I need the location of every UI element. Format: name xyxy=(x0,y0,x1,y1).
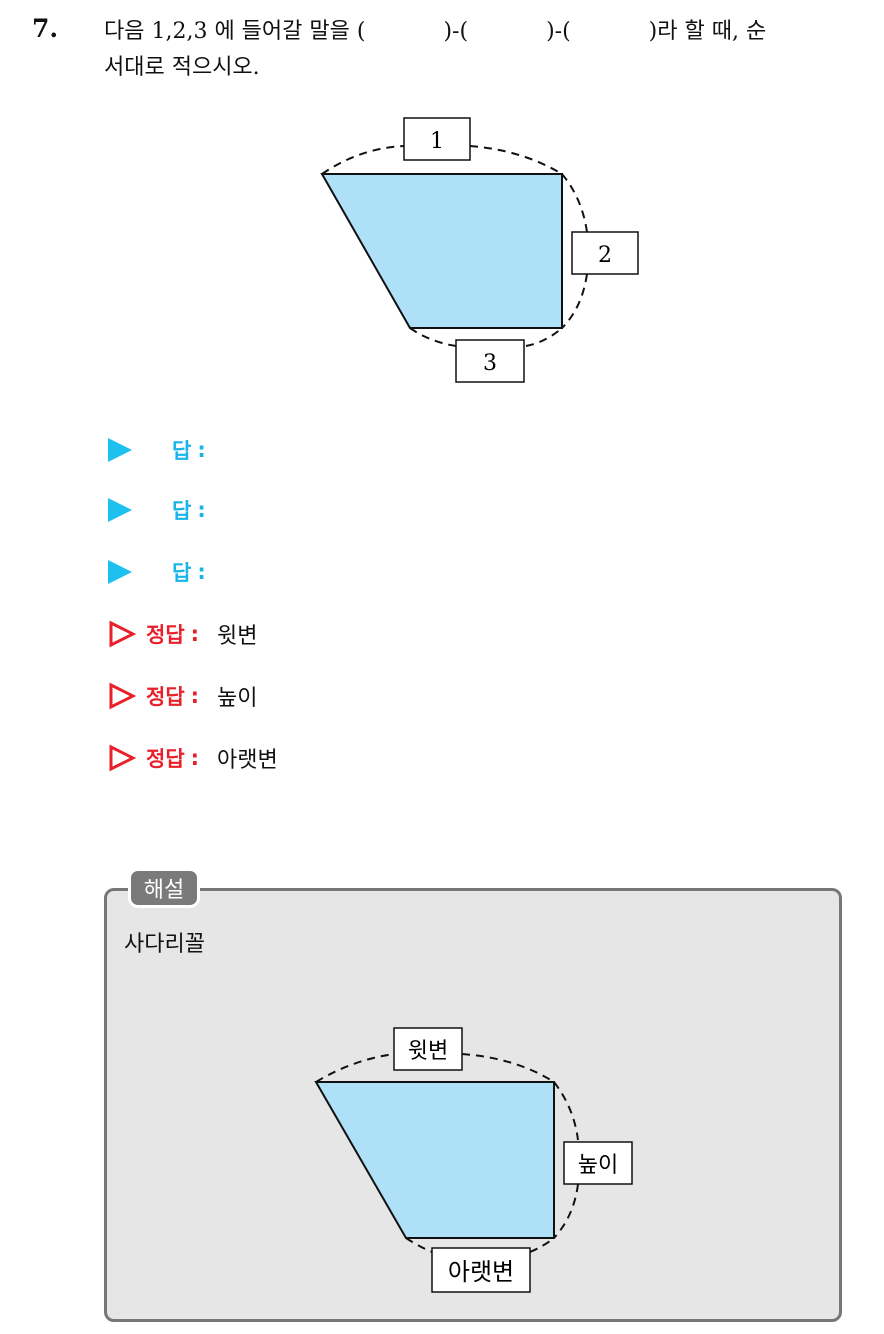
correct-row-2: 정답 : 높이 xyxy=(108,676,258,716)
bottom-arc-right xyxy=(525,327,563,347)
right-arc-top xyxy=(561,173,588,233)
label-right: 2 xyxy=(598,243,612,268)
explanation-tag: 해설 xyxy=(128,868,200,908)
answer-label: 답 xyxy=(172,561,192,585)
right-arc-top xyxy=(553,1081,579,1141)
correct-colon: : xyxy=(190,746,200,770)
correct-label: 정답 xyxy=(146,685,185,709)
correct-arrow-icon xyxy=(109,744,136,772)
correct-arrow-icon xyxy=(109,682,136,710)
top-arc-left xyxy=(321,145,405,175)
label-top: 윗변 xyxy=(408,1039,448,1064)
correct-row-1: 정답 : 윗변 xyxy=(108,614,258,654)
explanation-text: 사다리꼴 xyxy=(124,932,205,957)
correct-value: 아랫변 xyxy=(217,748,278,773)
correct-row-3: 정답 : 아랫변 xyxy=(108,738,278,778)
answer-colon: : xyxy=(197,438,206,462)
answer-colon: : xyxy=(197,498,206,522)
answer-row-1[interactable]: 답 : xyxy=(108,430,206,470)
explanation-trapezoid-figure: 윗변 높이 아랫변 xyxy=(314,1027,633,1293)
answer-arrow-icon xyxy=(108,438,132,462)
label-box-top xyxy=(393,1027,463,1071)
right-arc-bottom xyxy=(561,273,588,329)
label-top: 1 xyxy=(430,129,444,154)
question-text-part2: )라 할 때, 순 xyxy=(648,19,767,44)
bottom-arc-left xyxy=(409,327,457,347)
label-box-right xyxy=(563,1141,633,1185)
top-arc-right xyxy=(461,1053,555,1083)
answer-label: 답 xyxy=(172,499,192,523)
top-arc-left xyxy=(315,1053,395,1083)
answer-row-3[interactable]: 답 : xyxy=(108,552,206,592)
correct-colon: : xyxy=(190,684,200,708)
question-sep-2: )-( xyxy=(546,19,571,44)
label-right: 높이 xyxy=(578,1153,618,1178)
trapezoid-shape xyxy=(320,173,563,329)
label-box-right xyxy=(571,231,639,275)
answer-arrow-icon xyxy=(108,498,132,522)
correct-label: 정답 xyxy=(146,747,185,771)
trapezoid-figure: 1 2 3 xyxy=(320,117,639,383)
answer-arrow-icon xyxy=(108,560,132,584)
question-text-line2: 서대로 적으시오. xyxy=(104,55,260,80)
correct-colon: : xyxy=(190,622,200,646)
label-box-bottom xyxy=(455,339,525,383)
answer-colon: : xyxy=(197,560,206,584)
question-text: 다음 1,2,3 에 들어갈 말을 ( )-( )-( )라 할 때, 순 서대로 적… xyxy=(104,14,864,86)
correct-arrow-icon xyxy=(109,620,136,648)
question-text-part1: 다음 1,2,3 에 들어갈 말을 ( xyxy=(104,19,366,44)
label-bottom: 아랫변 xyxy=(448,1258,514,1286)
label-box-bottom xyxy=(431,1247,531,1293)
right-arc-bottom xyxy=(553,1183,579,1239)
question-sep-1: )-( xyxy=(443,19,469,44)
bottom-arc-left xyxy=(405,1237,433,1253)
bottom-arc-right xyxy=(529,1237,555,1253)
trapezoid-shape xyxy=(314,1081,555,1239)
correct-label: 정답 xyxy=(146,623,185,647)
question-number: 7. xyxy=(32,14,59,43)
label-box-top xyxy=(403,117,471,161)
label-bottom: 3 xyxy=(483,351,497,376)
correct-value: 윗변 xyxy=(217,624,258,649)
answer-row-2[interactable]: 답 : xyxy=(108,490,206,530)
correct-value: 높이 xyxy=(217,686,258,711)
top-arc-right xyxy=(469,145,563,175)
answer-label: 답 xyxy=(172,439,192,463)
